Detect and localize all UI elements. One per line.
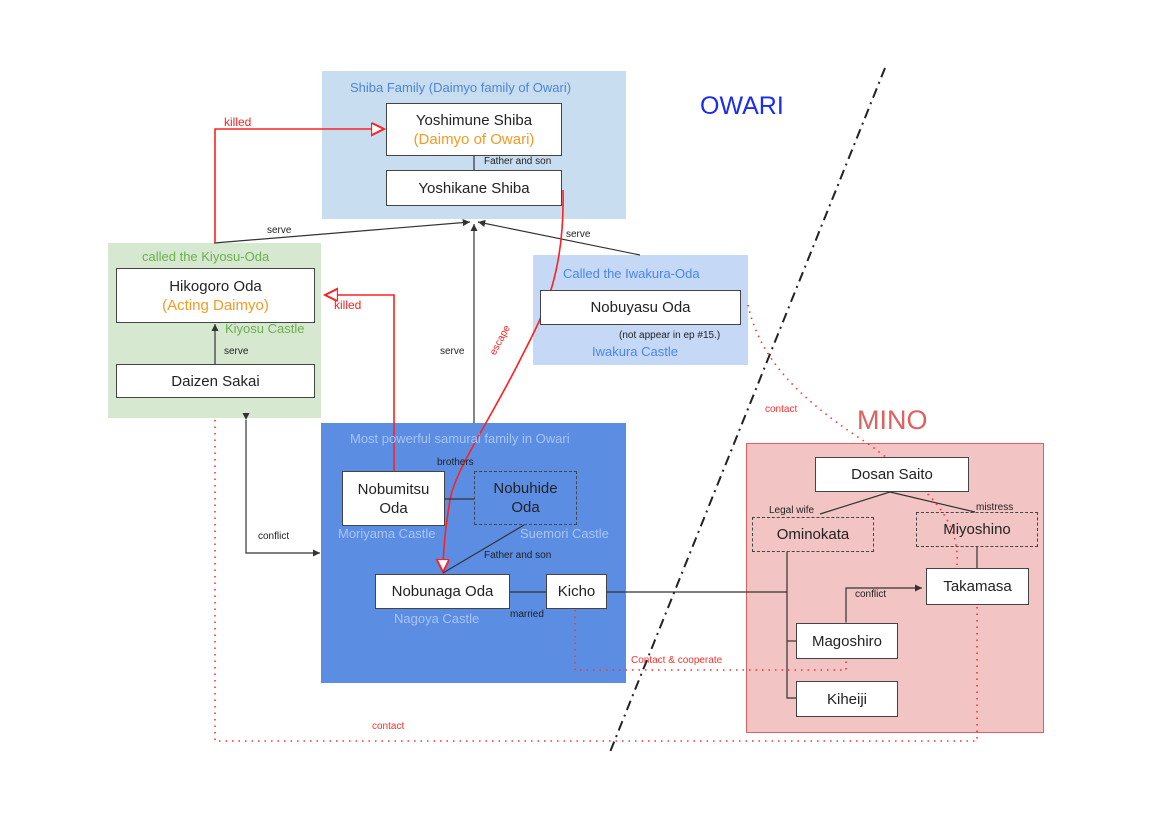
node-yoshimune-shiba[interactable]: Yoshimune Shiba (Daimyo of Owari) (386, 103, 562, 156)
miyoshino-name: Miyoshino (943, 521, 1011, 538)
node-miyoshino[interactable]: Miyoshino (916, 512, 1038, 547)
label-serve-kiyosu: serve (267, 225, 292, 236)
label-conflict-mino: conflict (855, 589, 887, 600)
node-nobumitsu-oda[interactable]: Nobumitsu Oda (342, 471, 445, 526)
label-brothers: brothers (437, 457, 474, 468)
yoshimune-role: (Daimyo of Owari) (413, 130, 535, 148)
node-dosan-saito[interactable]: Dosan Saito (815, 457, 969, 492)
node-magoshiro[interactable]: Magoshiro (796, 623, 898, 659)
edge-serve-iwakura (477, 219, 641, 256)
nobuyasu-name: Nobuyasu Oda (590, 299, 691, 316)
nobumitsu-name-2: Oda (379, 499, 408, 517)
node-kiheiji[interactable]: Kiheiji (796, 681, 898, 717)
shiba-family-title: Shiba Family (Daimyo family of Owari) (350, 80, 572, 95)
node-nobuyasu-oda[interactable]: Nobuyasu Oda (540, 290, 741, 325)
hikogoro-role: (Acting Daimyo) (162, 296, 269, 314)
hikogoro-name: Hikogoro Oda (169, 277, 262, 295)
label-contact-cooperate: Contact & cooperate (631, 655, 723, 666)
owari-label: OWARI (700, 92, 784, 120)
label-killed-shiba: killed (224, 115, 252, 129)
nobumitsu-name-1: Nobumitsu (357, 480, 430, 498)
yoshikane-name: Yoshikane Shiba (418, 179, 530, 197)
label-contact-bottom: contact (372, 721, 405, 732)
dosan-name: Dosan Saito (851, 466, 933, 483)
yoshimune-name: Yoshimune Shiba (415, 111, 533, 129)
edge-serve-kiyosu (213, 219, 471, 244)
daizen-name: Daizen Sakai (171, 372, 260, 390)
node-nobuhide-oda[interactable]: Nobuhide Oda (474, 471, 577, 525)
node-hikogoro-oda[interactable]: Hikogoro Oda (Acting Daimyo) (116, 268, 315, 323)
label-father-son-shiba: Father and son (484, 156, 552, 167)
label-legal-wife: Legal wife (769, 505, 815, 516)
mino-label: MINO (857, 405, 928, 435)
label-contact-iwakura: contact (765, 404, 798, 415)
nobunaga-name: Nobunaga Oda (391, 583, 494, 600)
label-father-son-oda: Father and son (484, 550, 552, 561)
nobuhide-name-1: Nobuhide (493, 480, 558, 497)
node-ominokata[interactable]: Ominokata (752, 517, 874, 552)
oda-family-title: Most powerful samurai family in Owari (350, 431, 570, 446)
node-daizen-sakai[interactable]: Daizen Sakai (116, 364, 315, 398)
label-serve-iwakura: serve (566, 229, 591, 240)
node-takamasa[interactable]: Takamasa (926, 568, 1029, 605)
kiyosu-castle-label: Kiyosu Castle (225, 321, 305, 336)
kicho-name: Kicho (557, 583, 596, 600)
label-serve-daizen: serve (224, 346, 249, 357)
iwakura-castle-label: Iwakura Castle (592, 344, 678, 359)
label-serve-oda: serve (440, 346, 465, 357)
kiheiji-name: Kiheiji (826, 690, 868, 708)
node-nobunaga-oda[interactable]: Nobunaga Oda (375, 574, 510, 609)
node-yoshikane-shiba[interactable]: Yoshikane Shiba (386, 170, 562, 206)
label-escape: escape (488, 323, 513, 358)
label-married: married (510, 609, 544, 620)
label-killed-hikogoro: killed (334, 298, 362, 312)
iwakura-note: (not appear in ep #15.) (619, 330, 721, 341)
label-mistress: mistress (976, 502, 1014, 513)
nobuhide-name-2: Oda (511, 499, 540, 516)
suemori-castle-label: Suemori Castle (520, 526, 609, 541)
takamasa-name: Takamasa (943, 578, 1012, 595)
magoshiro-name: Magoshiro (811, 632, 883, 650)
iwakura-oda-title: Called the Iwakura-Oda (563, 266, 700, 281)
moriyama-castle-label: Moriyama Castle (338, 526, 436, 541)
node-kicho[interactable]: Kicho (546, 574, 607, 609)
kiyosu-oda-title: called the Kiyosu-Oda (142, 249, 270, 264)
label-conflict-kiyosu: conflict (258, 531, 290, 542)
nagoya-castle-label: Nagoya Castle (394, 611, 480, 626)
ominokata-name: Ominokata (776, 526, 850, 543)
